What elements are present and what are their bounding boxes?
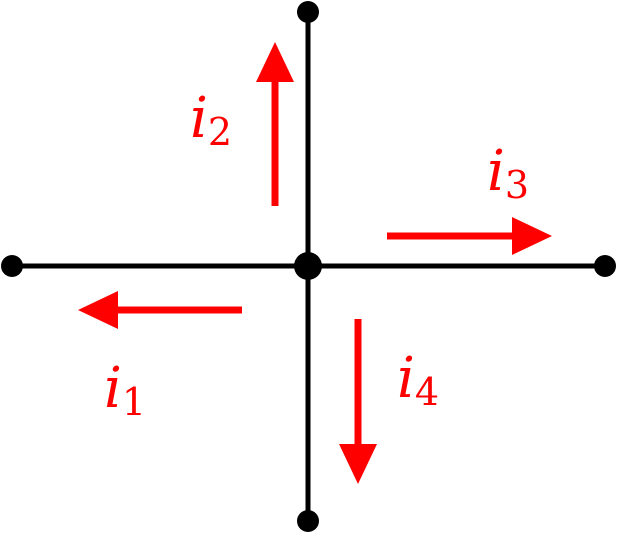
node-bottom (297, 510, 319, 532)
node-center (294, 252, 322, 280)
node-right (594, 255, 616, 277)
label-i3: i3 (487, 139, 529, 207)
label-i2: i2 (190, 86, 232, 154)
node-top (297, 1, 319, 23)
label-i1: i1 (104, 356, 146, 424)
arrow-i2 (256, 42, 294, 206)
node-left (1, 255, 23, 277)
arrow-i4 (339, 319, 377, 484)
arrow-i1 (78, 291, 242, 329)
label-i4: i4 (397, 346, 439, 414)
arrow-i3 (387, 217, 552, 255)
